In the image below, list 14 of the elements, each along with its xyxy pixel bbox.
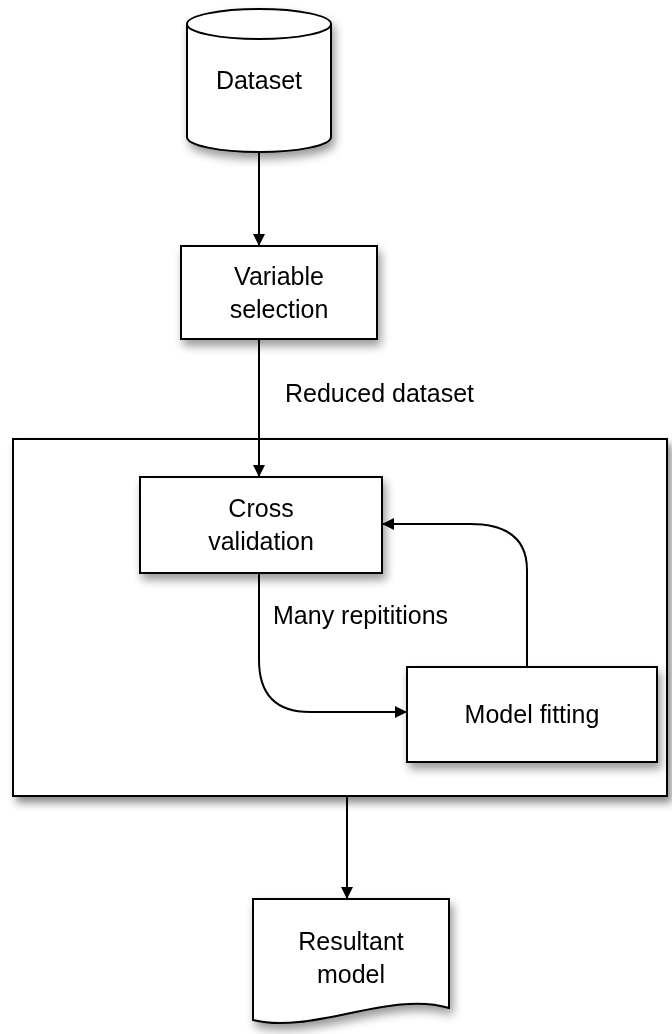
node-label: Model fitting	[464, 699, 600, 730]
arrow	[382, 518, 528, 667]
process-box	[180, 245, 378, 340]
node-label: Variable selection	[228, 260, 330, 325]
process-box	[406, 666, 658, 763]
node-label: Resultant model	[297, 926, 405, 990]
arrow	[341, 796, 353, 899]
process-box	[139, 476, 383, 574]
node-label: Dataset	[215, 65, 303, 96]
node-label: Cross validation	[207, 493, 315, 557]
group-frame	[12, 438, 668, 797]
arrow	[258, 573, 407, 718]
arrow	[253, 152, 265, 246]
arrow	[253, 339, 265, 477]
